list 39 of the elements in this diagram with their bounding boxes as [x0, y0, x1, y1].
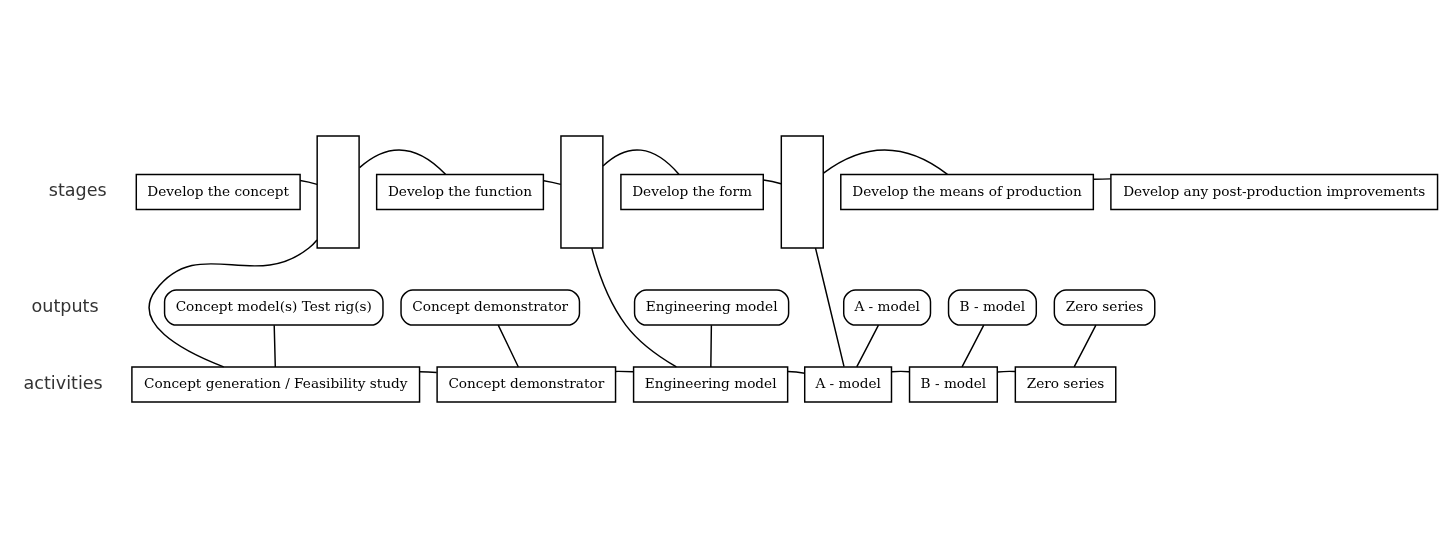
node-box: Zero series — [1014, 365, 1117, 403]
connector — [497, 323, 520, 368]
connector — [961, 323, 985, 368]
node-bar — [316, 134, 360, 249]
connector — [418, 370, 438, 373]
node-box: Develop the concept — [135, 173, 301, 210]
label: activities — [23, 372, 103, 393]
connector — [1092, 177, 1112, 180]
node-box: Develop the form — [620, 173, 764, 210]
node-box: Develop any post-production improvements — [1110, 173, 1439, 210]
node-box: B - model — [947, 288, 1038, 326]
node-bar — [780, 134, 824, 249]
node-box: Zero series — [1053, 288, 1156, 326]
connector — [762, 178, 782, 184]
connector — [814, 246, 845, 367]
node-box: Concept demonstrator — [436, 365, 617, 403]
node-box: Develop the means of production — [840, 173, 1095, 210]
node-box: B - model — [908, 365, 998, 403]
label: stages — [48, 179, 107, 200]
connector — [822, 148, 949, 175]
node-box: A - model — [804, 365, 893, 403]
node-box: Concept generation / Feasibility study — [131, 365, 421, 403]
node-box: Engineering model — [633, 288, 790, 326]
node-bar — [560, 134, 604, 249]
label: outputs — [31, 295, 99, 316]
connector — [1073, 323, 1097, 368]
node-box: Engineering model — [632, 365, 789, 403]
node-box: Concept demonstrator — [400, 288, 581, 326]
connector — [299, 179, 318, 185]
connector — [543, 179, 562, 185]
connector — [856, 323, 880, 368]
node-box: Concept model(s) Test rig(s) — [163, 288, 384, 326]
connector — [591, 246, 678, 368]
connector — [710, 323, 713, 368]
connector — [148, 238, 318, 368]
node-box: Develop the function — [375, 173, 545, 210]
connector — [273, 323, 277, 368]
connector — [786, 370, 806, 374]
node-box: A - model — [843, 288, 932, 326]
